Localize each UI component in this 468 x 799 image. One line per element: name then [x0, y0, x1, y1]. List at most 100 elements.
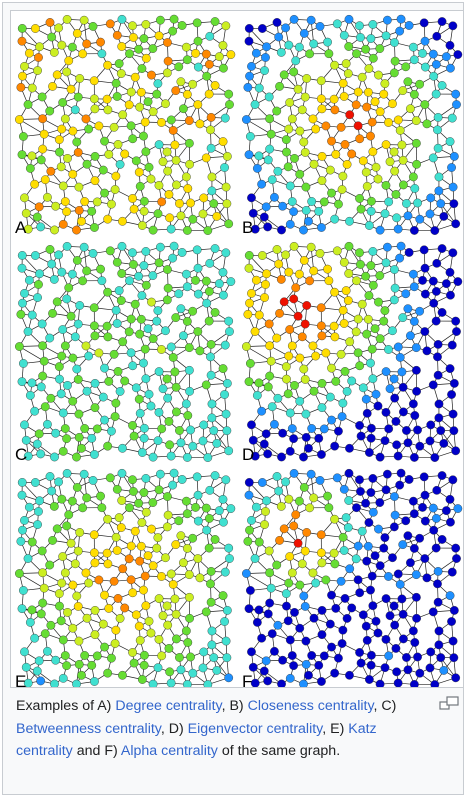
graph-node [219, 517, 228, 527]
graph-node [72, 452, 81, 462]
graph-node [445, 137, 455, 147]
graph-node [87, 206, 97, 216]
graph-node [30, 478, 40, 487]
graph-node [415, 79, 425, 89]
graph-node [287, 197, 297, 206]
graph-node [174, 516, 184, 526]
graph-node [257, 478, 267, 487]
graph-node [431, 543, 441, 553]
graph-node [395, 126, 405, 135]
graph-node [309, 159, 319, 169]
graph-node [120, 149, 130, 159]
graph-node [343, 69, 353, 78]
graph-node [437, 17, 447, 26]
link-eigenvector-centrality[interactable]: Eigenvector centrality [187, 720, 323, 737]
graph-node [257, 406, 267, 416]
graph-node [393, 224, 403, 234]
graph-node [408, 269, 418, 279]
graph-node [177, 248, 187, 257]
graph-node [316, 303, 326, 313]
graph-node [289, 469, 299, 478]
graph-node [436, 426, 446, 436]
graph-node [157, 424, 167, 434]
graph-node [34, 429, 44, 439]
graph-node [411, 138, 421, 148]
graph-node [135, 408, 145, 418]
graph-node [24, 502, 34, 512]
link-betweenness-centrality[interactable]: Betweenness centrality [16, 720, 161, 737]
graph-node [317, 450, 326, 459]
graph-node [272, 472, 282, 481]
graph-node [110, 412, 120, 421]
graph-node [411, 116, 421, 126]
graph-node [254, 378, 264, 388]
graph-node [201, 153, 211, 163]
graph-node [135, 102, 145, 112]
graph-node [248, 662, 258, 672]
graph-node [218, 137, 228, 147]
graph-node [356, 431, 366, 441]
graph-node [452, 327, 461, 336]
graph-node [27, 537, 37, 547]
graph-node [78, 276, 88, 286]
graph-node [98, 165, 108, 175]
graph-node [36, 155, 46, 165]
graph-node [195, 119, 205, 129]
graph-node [115, 160, 125, 169]
graph-node [339, 257, 349, 267]
graph-node [428, 153, 438, 163]
graph-node [137, 448, 147, 457]
graph-node [21, 435, 31, 445]
graph-node [117, 42, 127, 51]
graph-node [344, 42, 354, 51]
graph-node [437, 535, 447, 544]
graph-node [148, 679, 158, 687]
graph-node [105, 473, 115, 483]
graph-node [380, 533, 390, 543]
graph-node [345, 670, 354, 680]
graph-node [319, 197, 329, 207]
graph-node [382, 469, 392, 479]
graph-node [60, 424, 70, 433]
graph-node [389, 374, 399, 384]
graph-node [40, 175, 50, 185]
graph-node [361, 167, 371, 177]
graph-node [396, 241, 406, 251]
graph-node [380, 306, 390, 316]
graph-node [410, 411, 420, 420]
graph-node [409, 282, 419, 292]
graph-node [392, 440, 402, 450]
graph-node [366, 585, 375, 595]
graph-node [74, 182, 84, 192]
graph-node [169, 241, 179, 251]
graph-panel-b: B [242, 14, 463, 237]
graph-node [294, 269, 304, 279]
graph-node [244, 24, 254, 33]
link-alpha-centrality[interactable]: Alpha centrality [120, 743, 218, 760]
graph-node [323, 491, 332, 501]
link-closeness-centrality[interactable]: Closeness centrality [247, 698, 374, 714]
graph-node [283, 162, 293, 172]
graph-node [356, 260, 365, 269]
graph-node [188, 441, 198, 451]
graph-node [291, 283, 301, 293]
link-katz-centrality[interactable]: Katz centrality [16, 720, 377, 760]
graph-node [39, 583, 49, 593]
graph-node [112, 546, 122, 555]
graph-node [406, 558, 415, 568]
graph-node [379, 543, 389, 553]
graph-node [62, 521, 72, 531]
graph-node [319, 651, 329, 661]
graph-node [408, 42, 418, 52]
graph-node [218, 40, 228, 50]
graph-node [304, 443, 313, 453]
graph-node [282, 147, 291, 157]
magnify-clip-icon[interactable] [439, 696, 459, 710]
graph-node [62, 15, 72, 24]
graph-node [317, 223, 326, 232]
link-degree-centrality[interactable]: Degree centrality [115, 698, 222, 714]
graph-node [152, 316, 162, 326]
graph-node [409, 226, 419, 235]
